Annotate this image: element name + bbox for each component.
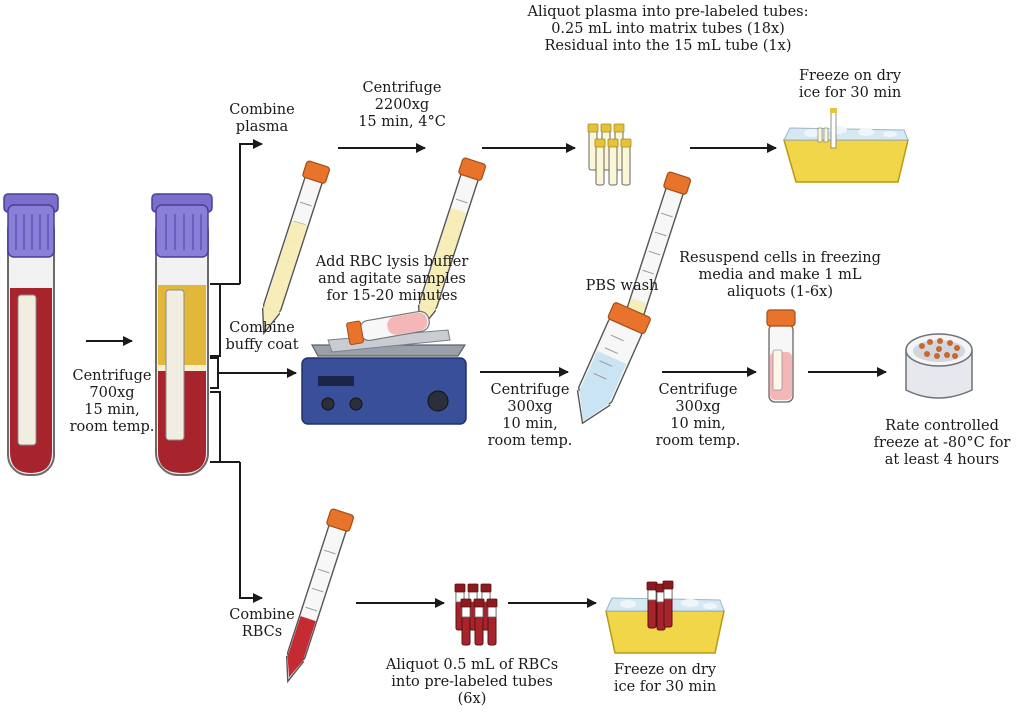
blood-collection-tube-icon [3, 193, 59, 476]
conical-tube-icon [275, 507, 355, 686]
centrifuge-buffy-2-label: Centrifuge 300xg 10 min, room temp. [655, 382, 741, 449]
conical-tube-icon [576, 302, 651, 425]
rate-freeze-label: Rate controlled freeze at -80°C for at l… [873, 418, 1011, 468]
combine-buffy-label: Combine buffy coat [225, 320, 299, 353]
matrix-tubes-icon [587, 123, 632, 186]
separated-blood-tube-icon [151, 193, 213, 476]
pbs-wash-label: PBS wash [585, 278, 659, 294]
conical-tube-icon [251, 159, 331, 338]
aliquot-rbcs-label: Aliquot 0.5 mL of RBCs into pre-labeled … [385, 657, 559, 707]
cryovial-icon [766, 309, 796, 403]
combine-rbcs-label: Combine RBCs [229, 607, 295, 640]
freezing-container-icon [905, 333, 973, 399]
resuspend-label: Resuspend cells in freezing media and ma… [679, 250, 881, 300]
freeze-rbcs-label: Freeze on dry ice for 30 min [613, 662, 717, 695]
matrix-tubes-icon [454, 583, 498, 646]
branch-brackets [210, 139, 297, 603]
centrifuge-initial-label: Centrifuge 700xg 15 min, room temp. [69, 368, 155, 435]
conical-tube-icon [407, 156, 487, 335]
freeze-plasma-label: Freeze on dry ice for 30 min [798, 68, 902, 101]
combine-plasma-label: Combine plasma [229, 102, 295, 135]
dry-ice-tray-icon [605, 580, 725, 654]
dry-ice-tray-icon [783, 108, 909, 183]
centrifuge-buffy-1-label: Centrifuge 300xg 10 min, room temp. [487, 382, 573, 449]
orbital-shaker-icon [301, 310, 467, 425]
rbc-lysis-label: Add RBC lysis buffer and agitate samples… [315, 254, 469, 304]
aliquot-plasma-label: Aliquot plasma into pre-labeled tubes: 0… [527, 4, 809, 54]
centrifuge-plasma-label: Centrifuge 2200xg 15 min, 4°C [358, 80, 446, 130]
